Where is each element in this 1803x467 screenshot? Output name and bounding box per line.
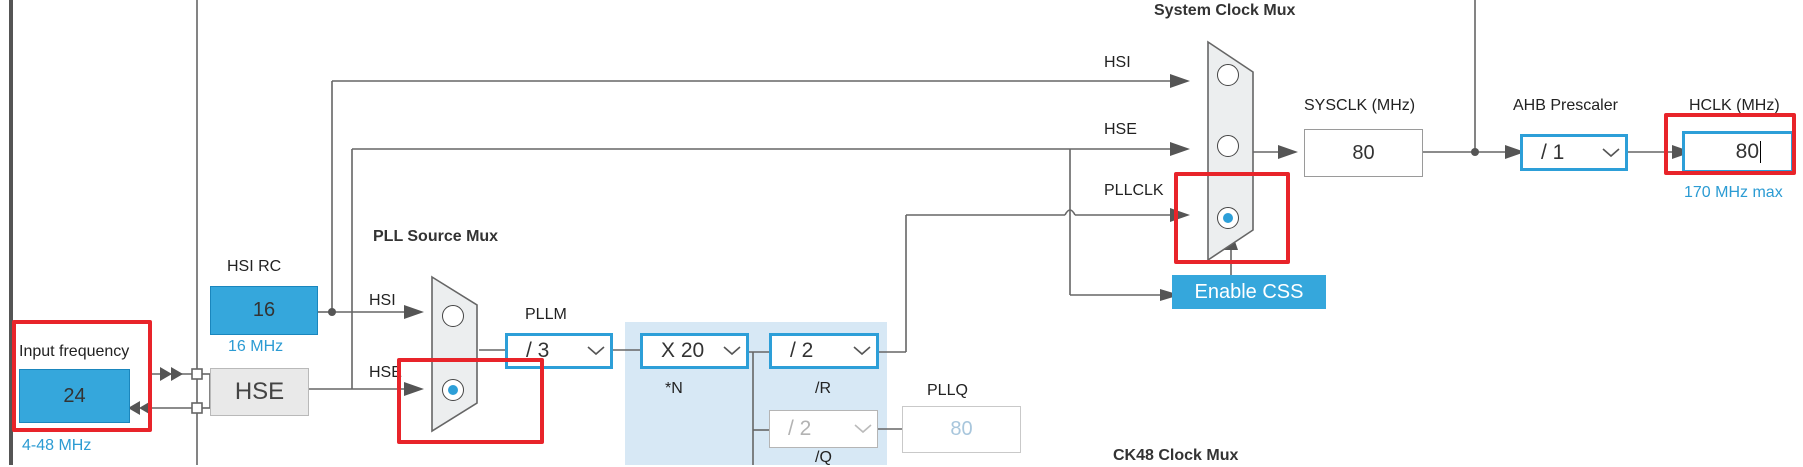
- hsi-rc-frequency: 16 MHz: [228, 338, 284, 355]
- ahb-prescaler-value: / 1: [1541, 140, 1565, 164]
- pllm-select[interactable]: / 3: [505, 333, 613, 369]
- ahb-prescaler-label: AHB Prescaler: [1513, 97, 1618, 114]
- pllr-value: / 2: [790, 339, 814, 362]
- mux-pllclk-label: PLLCLK: [1104, 182, 1164, 199]
- hclk-max-label: 170 MHz max: [1684, 184, 1783, 201]
- n-label: *N: [665, 380, 683, 397]
- ahb-prescaler-select[interactable]: / 1: [1520, 134, 1628, 171]
- highlight-hclk: [1664, 113, 1796, 175]
- r-label: /R: [815, 380, 831, 397]
- pll-hse-label: HSE: [369, 364, 402, 381]
- input-frequency-range: 4-48 MHz: [22, 437, 92, 454]
- radio-selected-dot-icon: [1223, 213, 1233, 223]
- pllq-select-value: / 2: [788, 417, 812, 440]
- input-frequency-field[interactable]: 24: [19, 369, 130, 423]
- q-label: /Q: [815, 449, 832, 466]
- radio-pll-hse[interactable]: [442, 379, 464, 401]
- radio-sysclk-hse[interactable]: [1217, 135, 1239, 157]
- pllr-select[interactable]: / 2: [769, 333, 879, 369]
- pll-hsi-label: HSI: [369, 292, 396, 309]
- hsi-rc-label: HSI RC: [227, 258, 282, 275]
- system-clock-mux-title: System Clock Mux: [1154, 2, 1296, 19]
- chevron-down-icon: [718, 346, 746, 356]
- radio-sysclk-hsi[interactable]: [1217, 64, 1239, 86]
- pllm-label: PLLM: [525, 306, 567, 323]
- sysclk-value: 80: [1304, 129, 1423, 177]
- hsi-rc-value: 16: [210, 286, 318, 335]
- mux-hse-label: HSE: [1104, 121, 1137, 138]
- chevron-down-icon: [582, 346, 610, 356]
- pllq-label: PLLQ: [927, 382, 968, 399]
- radio-sysclk-pllclk[interactable]: [1217, 207, 1239, 229]
- plln-select[interactable]: X 20: [640, 333, 749, 369]
- chevron-down-icon: [1597, 147, 1625, 158]
- hclk-label: HCLK (MHz): [1689, 97, 1780, 114]
- mux-hsi-label: HSI: [1104, 54, 1131, 71]
- hse-block: HSE: [210, 368, 309, 416]
- chevron-down-icon: [849, 424, 877, 434]
- highlight-sysclk-pllclk: [1174, 172, 1290, 264]
- pllm-value: / 3: [526, 339, 550, 362]
- sysclk-label: SYSCLK (MHz): [1304, 97, 1416, 114]
- pll-source-mux-title: PLL Source Mux: [373, 228, 499, 245]
- highlight-pll-source-hse: [397, 358, 544, 444]
- chevron-down-icon: [848, 346, 876, 356]
- ck48-clock-mux-title: CK48 Clock Mux: [1113, 447, 1239, 464]
- plln-value: X 20: [661, 339, 705, 362]
- enable-css-button[interactable]: Enable CSS: [1172, 275, 1326, 309]
- pllq-output: 80: [902, 406, 1021, 453]
- highlight-input-frequency: [12, 320, 152, 432]
- pllq-select[interactable]: / 2: [769, 410, 878, 448]
- input-frequency-label: Input frequency: [19, 343, 130, 360]
- hclk-value: 80: [1735, 140, 1759, 163]
- radio-selected-dot-icon: [448, 385, 458, 395]
- text-caret: [1760, 141, 1761, 163]
- radio-pll-hsi[interactable]: [442, 305, 464, 327]
- left-panel-border: [9, 0, 13, 465]
